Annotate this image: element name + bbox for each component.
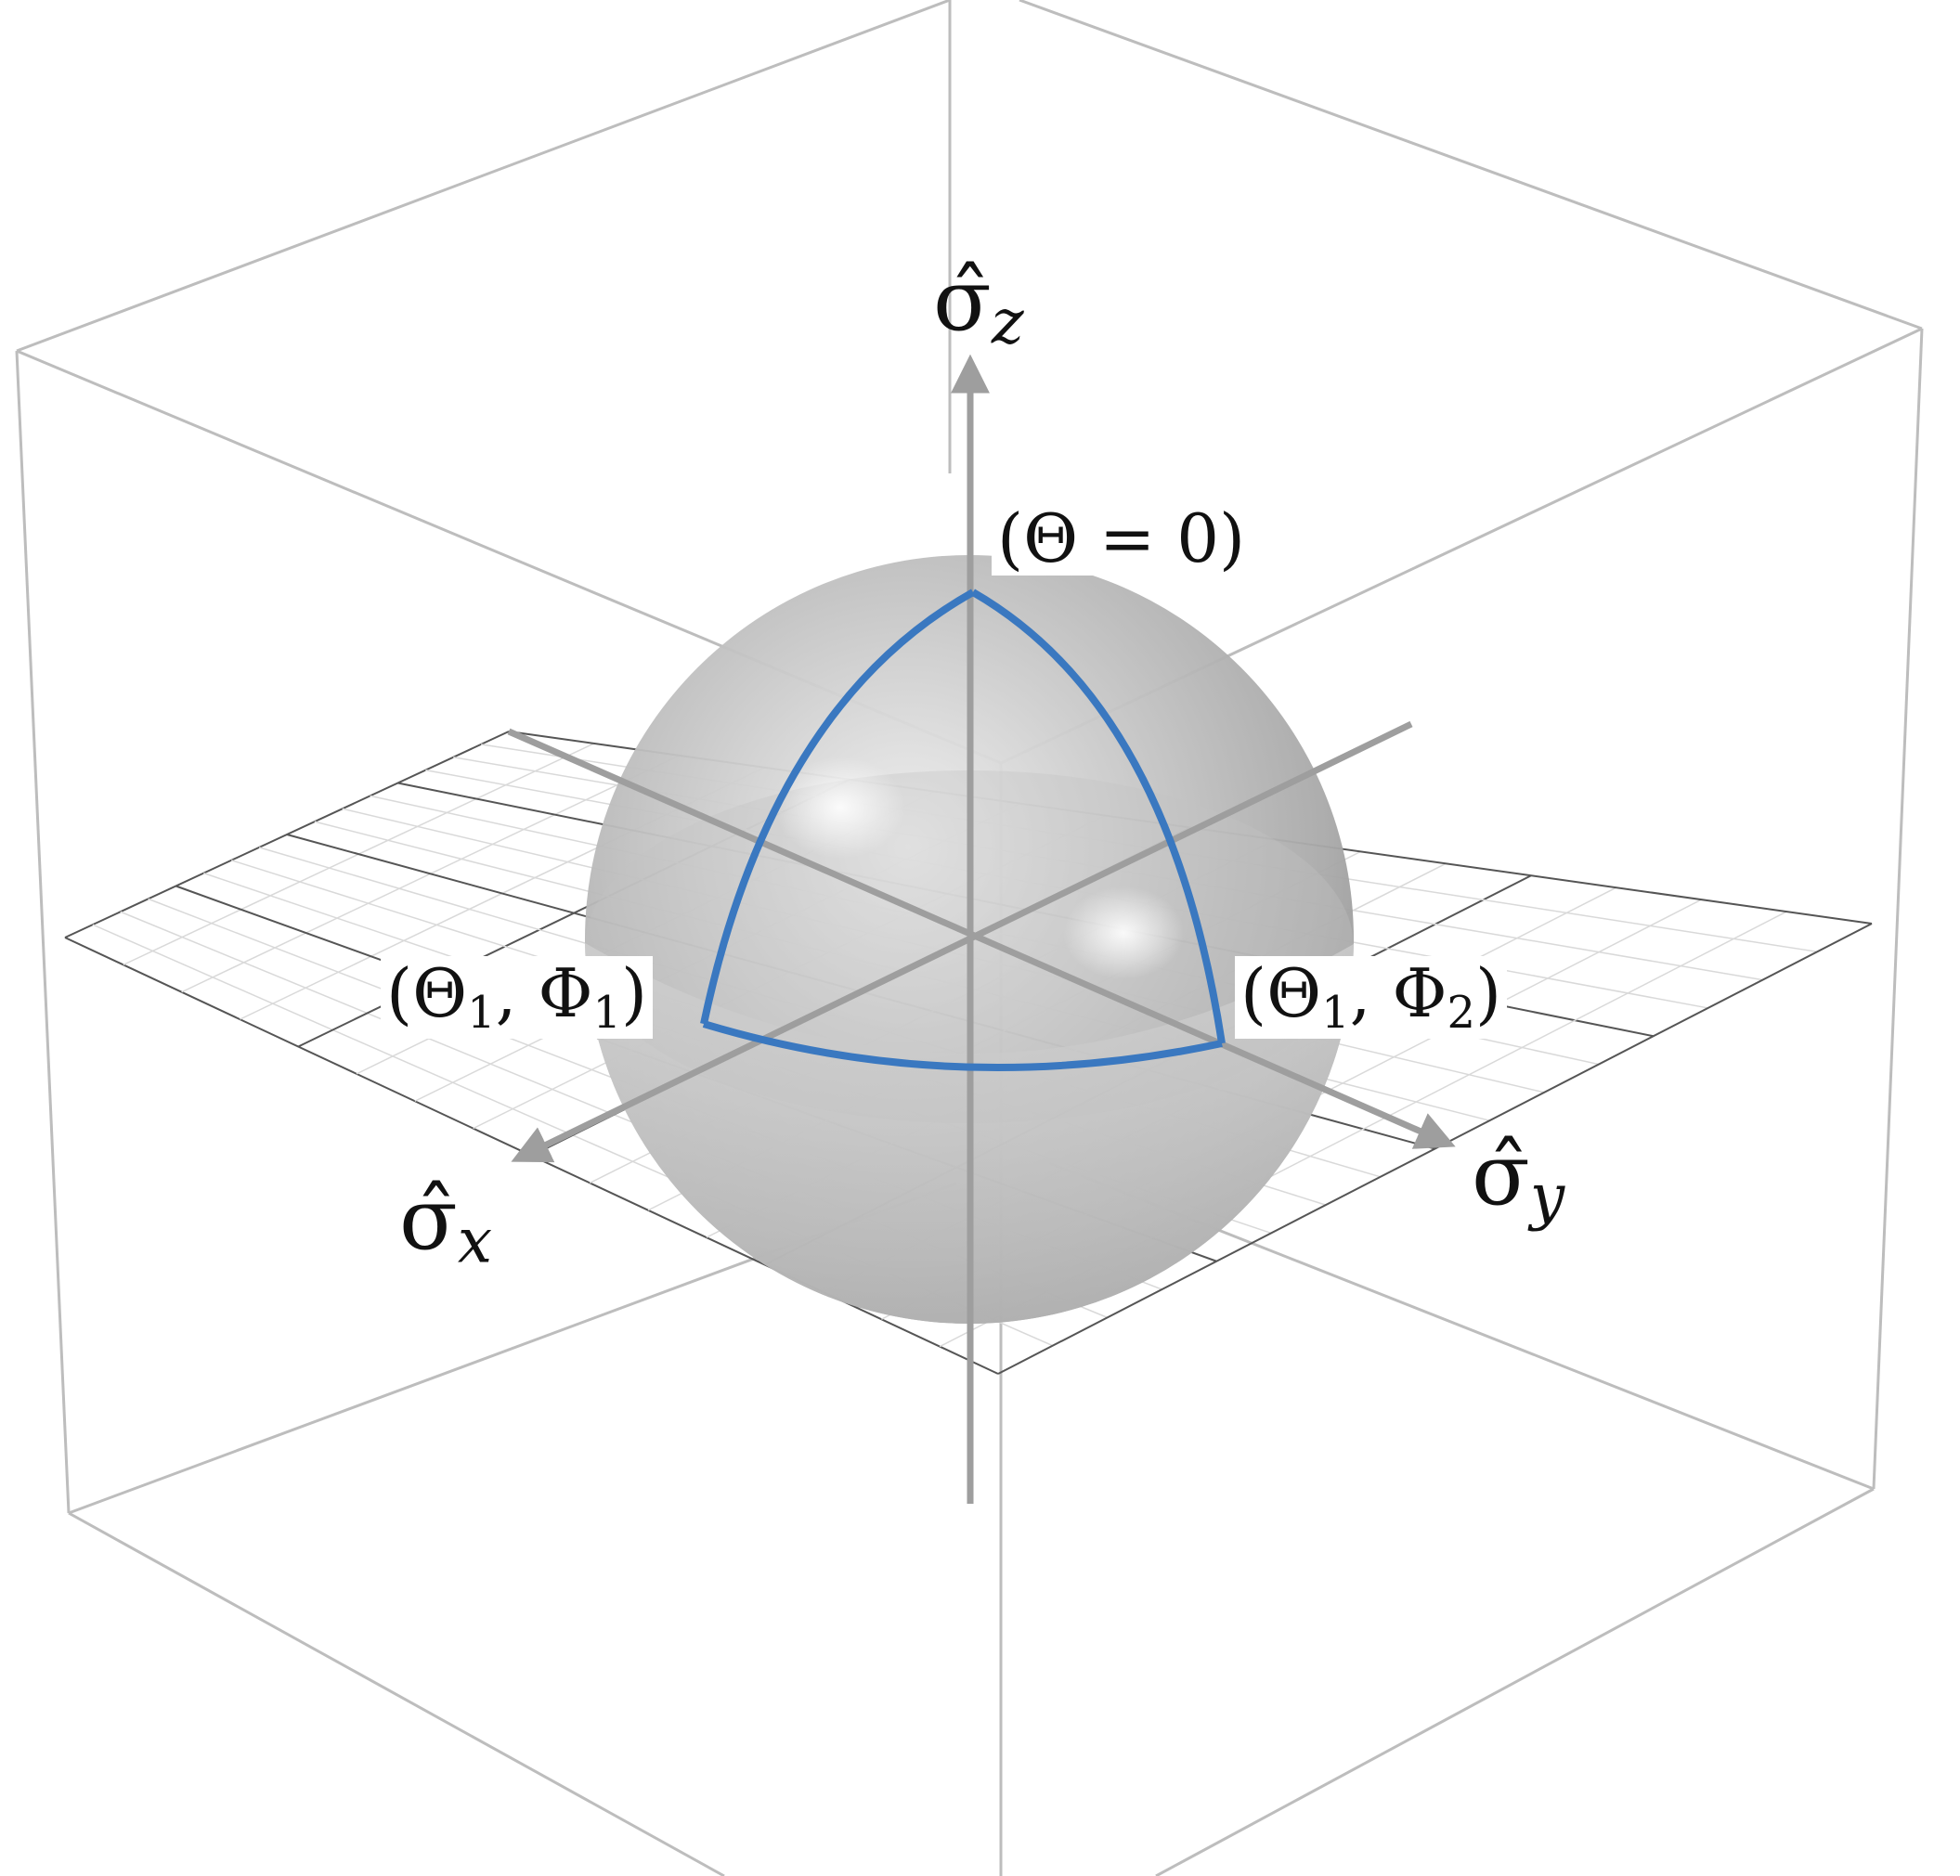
box-edge [1155,1487,1875,1876]
box-edge [1872,328,1924,1490]
x-axis-label-base: σ̂ [399,1170,458,1269]
sphere-highlight [775,757,905,859]
p2-sub1: 1 [1321,987,1350,1039]
p1-close: ) [621,954,648,1032]
box-edge [16,0,951,353]
z-axis-label-sub: z [991,286,1024,358]
z-axis-label: σ̂z [933,258,1024,354]
sphere-highlight [1063,886,1184,979]
axes [507,354,1456,1504]
path-segment-equator [702,1020,1223,1072]
point-label-2: (Θ1, Φ2) [1235,954,1508,1039]
p2-sub2: 2 [1447,987,1476,1039]
box-edge [1019,0,1923,330]
x-axis-label-sub: x [457,1205,493,1277]
p2-mid: , Φ [1349,954,1447,1032]
p1-sub1: 1 [467,987,496,1039]
p1-mid: , Φ [495,954,593,1032]
y-axis-label: σ̂y [1472,1132,1564,1228]
x-axis-label: σ̂x [399,1177,492,1273]
x-axis [511,720,1413,1163]
p1-sub2: 1 [592,987,622,1039]
z-axis-label-base: σ̂ [933,251,992,350]
octant-path [700,589,1226,1072]
box-edge [15,350,71,1514]
y-axis-label-base: σ̂ [1472,1125,1530,1224]
point-label-top: (Θ = 0) [992,501,1252,576]
y-axis-label-sub: y [1529,1160,1565,1233]
path-segment-meridian-2 [971,589,1226,1044]
p1-open: (Θ [386,954,468,1032]
p2-open: (Θ [1240,954,1322,1032]
point-label-1: (Θ1, Φ1) [381,954,654,1039]
path-segment-meridian-1 [700,589,975,1025]
box-edge [68,1511,725,1876]
p2-close: ) [1475,954,1502,1032]
